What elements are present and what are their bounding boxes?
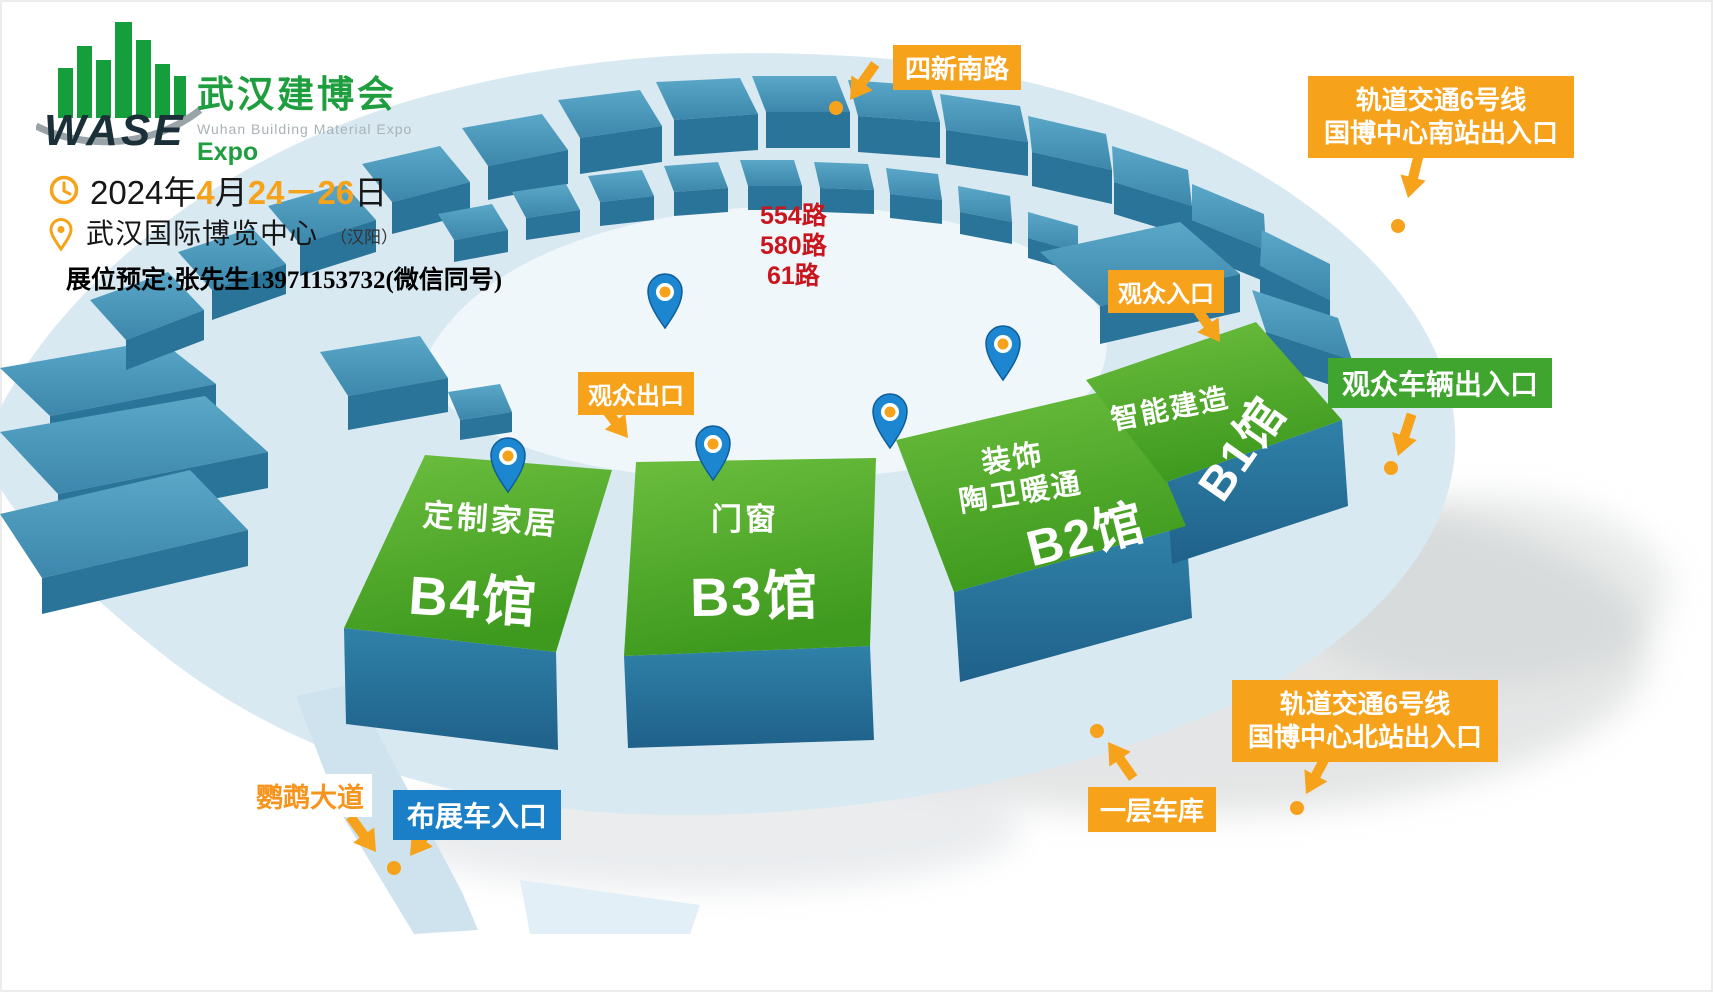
label-vehicle-gate: 观众车辆出入口 bbox=[1328, 358, 1553, 408]
date-month-unit: 月 bbox=[214, 174, 248, 211]
label-metro-north: 轨道交通6号线 国博中心北站出入口 bbox=[1232, 680, 1499, 762]
brand-wordmark: WASE bbox=[44, 106, 186, 155]
bus-routes: 554路 580路 61路 bbox=[760, 201, 827, 291]
bus-route-580: 580路 bbox=[760, 232, 827, 260]
bus-route-554: 554路 bbox=[760, 202, 827, 230]
expo-title-cn: 武汉建博会 bbox=[197, 74, 397, 115]
venue-name: 武汉国际博览中心 bbox=[86, 218, 319, 249]
label-visitor-entrance: 观众入口 bbox=[1108, 270, 1224, 313]
label-garage: 一层车库 bbox=[1088, 787, 1217, 832]
building-blocks-west bbox=[0, 336, 512, 614]
hall-b4-name: B4馆 bbox=[407, 566, 540, 635]
label-road-southwest: 鹦鹉大道 bbox=[248, 774, 372, 817]
label-metro-north-line1: 轨道交通6号线 bbox=[1279, 689, 1451, 719]
label-road-north: 四新南路 bbox=[893, 45, 1022, 90]
expo-title-en: Wuhan Building Material Expo bbox=[197, 121, 413, 137]
date-month-num: 4 bbox=[196, 174, 215, 211]
label-metro-north-line2: 国博中心北站出入口 bbox=[1248, 722, 1483, 752]
bus-route-61: 61路 bbox=[767, 262, 820, 290]
expo-word: Expo bbox=[197, 138, 259, 166]
hall-b3-category: 门窗 bbox=[711, 502, 779, 537]
location-dots bbox=[387, 101, 1405, 875]
hall-fronts bbox=[344, 420, 1348, 750]
hall-roofs bbox=[344, 322, 1342, 656]
brand-titles: 武汉建博会 Wuhan Building Material Expo Expo bbox=[197, 64, 412, 167]
event-venue: 武汉国际博览中心 （汉阳） bbox=[48, 212, 398, 252]
label-metro-south-line1: 轨道交通6号线 bbox=[1355, 85, 1527, 115]
date-day-unit: 日 bbox=[354, 174, 388, 211]
building-blocks-inner-arc bbox=[438, 160, 1078, 272]
building-blocks-north-arc bbox=[90, 76, 1330, 370]
hall-b1-roof bbox=[1086, 322, 1342, 482]
date-year: 2024年 bbox=[90, 174, 197, 211]
clock-icon bbox=[49, 175, 79, 205]
label-metro-south-line2: 国博中心南站出入口 bbox=[1324, 118, 1559, 148]
event-date: 2024年4月24－26日 bbox=[48, 166, 387, 214]
hall-b4-roof bbox=[344, 455, 612, 652]
label-truck-entrance: 布展车入口 bbox=[393, 790, 562, 840]
hall-b3-name: B3馆 bbox=[690, 566, 820, 628]
label-visitor-exit: 观众出口 bbox=[578, 372, 694, 415]
hall-b3-roof bbox=[624, 458, 876, 656]
venue-district: （汉阳） bbox=[330, 228, 399, 247]
arrow-metro-south bbox=[1395, 152, 1432, 202]
date-day-range: 24－26 bbox=[247, 174, 355, 211]
hall-b2-roof bbox=[896, 386, 1186, 592]
label-metro-south: 轨道交通6号线 国博中心南站出入口 bbox=[1308, 76, 1575, 158]
wase-logo-icon bbox=[36, 22, 203, 146]
booking-contact: 展位预定:张先生13971153732(微信同号) bbox=[66, 267, 503, 294]
location-pin-icon bbox=[49, 218, 73, 252]
